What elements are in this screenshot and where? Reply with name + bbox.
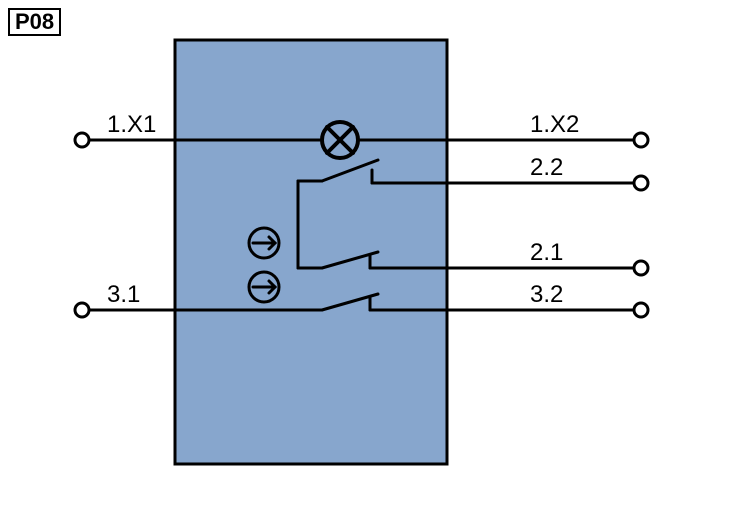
label-2-2: 2.2 <box>530 154 563 181</box>
switch-housing <box>173 38 449 466</box>
label-3-2: 3.2 <box>530 281 563 308</box>
terminal-1-x2 <box>632 131 650 149</box>
label-1-x2: 1.X2 <box>530 111 579 138</box>
arrow-right-circle-icon <box>247 270 281 304</box>
terminal-3-1 <box>73 301 91 319</box>
contact-2-2-arm <box>320 158 380 183</box>
lamp-cross-circle-icon <box>320 120 360 160</box>
arrow-right-circle-icon <box>247 226 281 260</box>
terminal-3-2 <box>632 301 650 319</box>
label-2-1: 2.1 <box>530 239 563 266</box>
label-3-1: 3.1 <box>107 281 140 308</box>
terminal-1-x1 <box>73 131 91 149</box>
label-1-x1: 1.X1 <box>107 111 156 138</box>
part-label: P08 <box>8 8 62 36</box>
terminal-2-2 <box>632 174 650 192</box>
terminal-2-1 <box>632 259 650 277</box>
